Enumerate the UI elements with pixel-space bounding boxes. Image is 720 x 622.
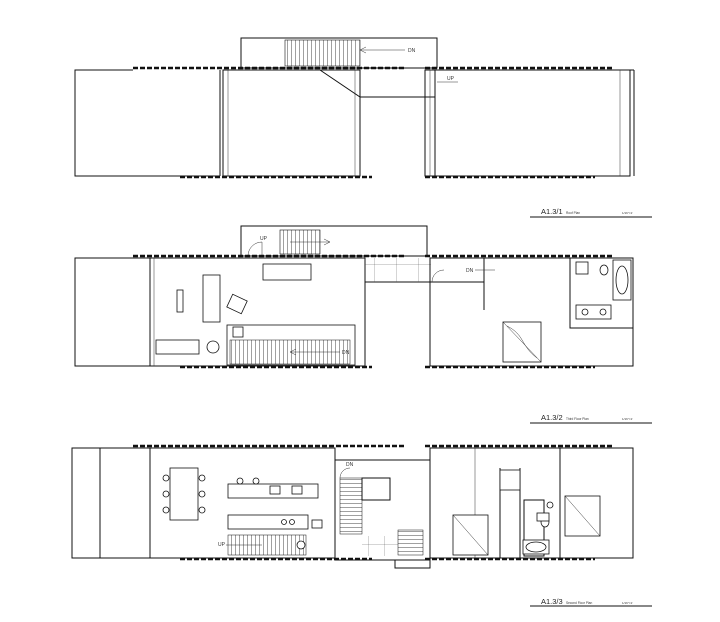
roof-plan: DN UP — [74, 37, 635, 179]
plan-name-2: Third Floor Plan — [566, 417, 589, 421]
plan-id-1: A1.3/1 — [541, 207, 563, 216]
plan-id-2: A1.3/2 — [541, 413, 563, 422]
stair-up-label: UP — [447, 76, 455, 82]
plan-name-1: Roof Plan — [566, 211, 580, 215]
stair-dn-label-2: DN — [342, 350, 350, 356]
plan-name-3: Second Floor Plan — [566, 601, 592, 605]
stair-up-label-3: UP — [218, 542, 226, 548]
stair-dn-label-4: DN — [346, 462, 354, 468]
second-floor-title: A1.3/3 Second Floor Plan 1/16"=1' — [530, 597, 652, 607]
second-floor-plan: UP DN — [71, 444, 634, 569]
roof-plan-title: A1.3/1 Roof Plan 1/16"=1' — [530, 207, 652, 218]
stair-dn-label-3: DN — [466, 268, 474, 274]
stair-up-label-2: UP — [260, 236, 268, 242]
third-floor-plan: UP DN DN — [74, 225, 634, 369]
plan-scale-2: 1/16"=1' — [622, 417, 633, 421]
stair-dn-label: DN — [408, 48, 416, 54]
plan-id-3: A1.3/3 — [541, 597, 563, 606]
third-floor-title: A1.3/2 Third Floor Plan 1/16"=1' — [530, 413, 652, 424]
plan-scale-3: 1/16"=1' — [622, 601, 633, 605]
plan-scale-1: 1/16"=1' — [622, 211, 633, 215]
